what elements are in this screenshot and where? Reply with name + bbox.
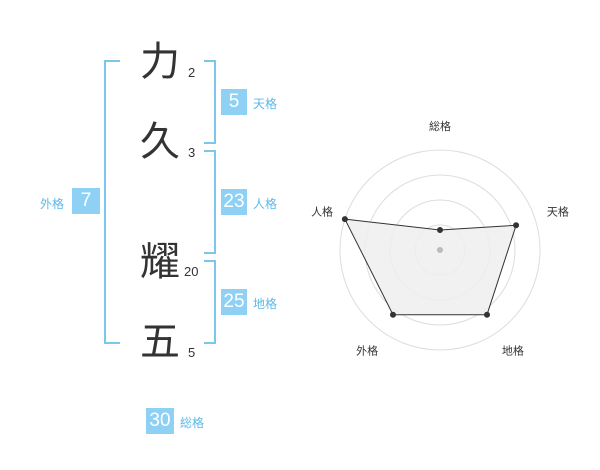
radar-axis-label: 人格 — [311, 205, 333, 219]
gaikaku-value: 7 — [72, 188, 100, 214]
jinkaku-value: 23 — [221, 189, 247, 215]
stroke-count-1: 2 — [188, 65, 196, 80]
radar-point — [389, 311, 396, 318]
radar-point — [341, 216, 348, 223]
tenkaku-value: 5 — [221, 89, 247, 115]
stroke-count-4: 5 — [188, 345, 196, 360]
gaikaku-bracket — [104, 60, 120, 344]
radar-axis-label: 天格 — [547, 205, 569, 219]
tenkaku-label: 天格 — [253, 97, 278, 111]
radar-axis-label: 地格 — [502, 343, 524, 357]
tenkaku-bracket — [204, 60, 216, 144]
jinkaku-bracket — [204, 150, 216, 254]
stroke-count-2: 3 — [188, 145, 196, 160]
soukaku-value: 30 — [146, 408, 174, 434]
name-char-4: 五 — [140, 319, 180, 365]
jinkaku-label: 人格 — [253, 197, 278, 211]
radar-axis-label: 外格 — [356, 343, 378, 357]
stroke-count-3: 20 — [184, 264, 199, 279]
radar-point — [437, 227, 443, 233]
chikaku-label: 地格 — [253, 297, 278, 311]
gaikaku-label: 外格 — [40, 197, 65, 211]
chikaku-value: 25 — [221, 289, 247, 315]
radar-point — [513, 222, 520, 229]
radar-center-dot — [437, 247, 443, 253]
radar-axis-label: 総格 — [429, 119, 451, 133]
radar-area — [344, 218, 517, 316]
soukaku-label: 総格 — [180, 416, 205, 430]
radar-ring — [339, 149, 541, 351]
name-char-2: 久 — [140, 119, 180, 165]
name-char-1: 力 — [140, 39, 180, 85]
radar-point — [484, 311, 491, 318]
name-char-3: 耀 — [140, 239, 180, 285]
chikaku-bracket — [204, 260, 216, 344]
